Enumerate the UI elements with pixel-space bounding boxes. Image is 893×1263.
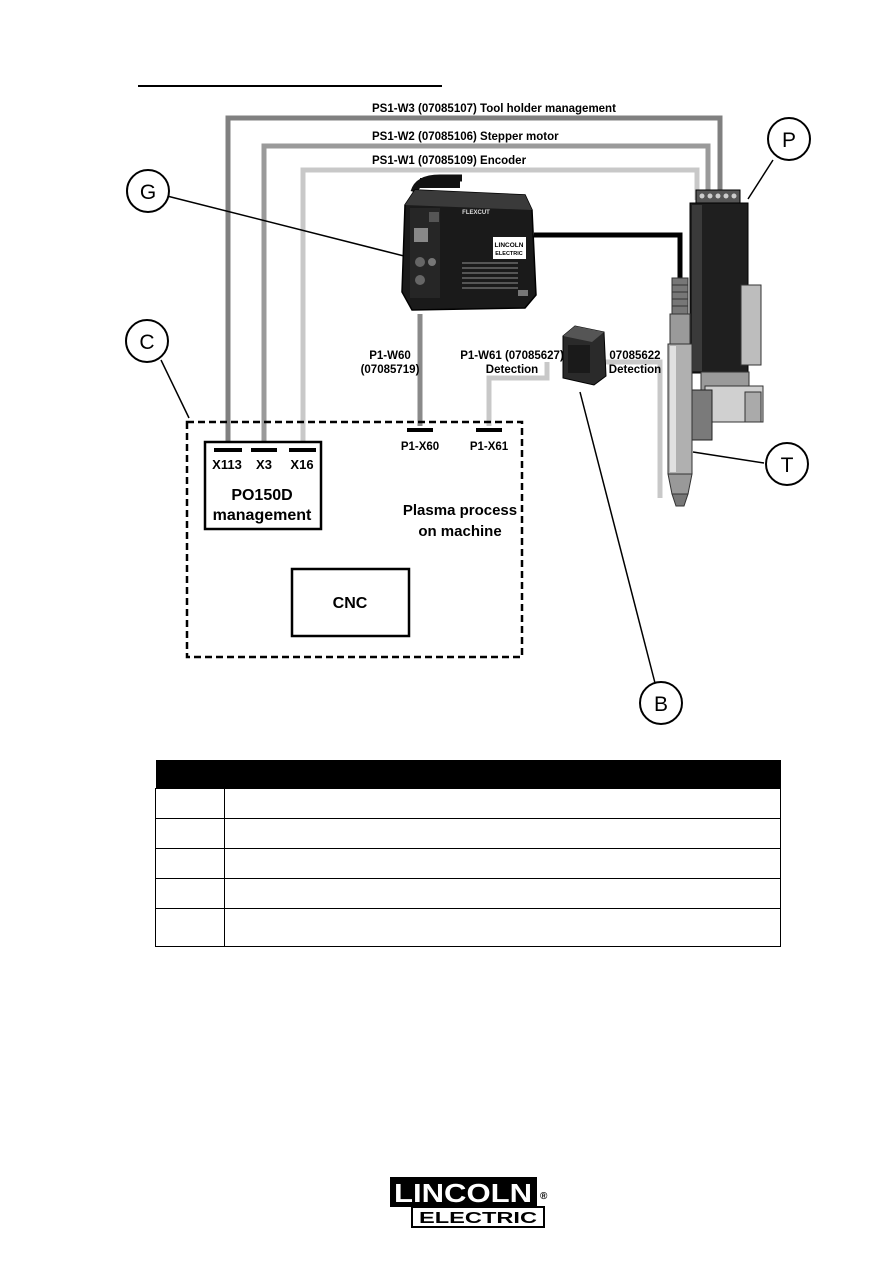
generator-model: FLEXCUT: [462, 210, 490, 216]
callout-c: [125, 319, 169, 363]
logo-line2: ELECTRIC: [419, 1210, 538, 1227]
cable-w1: [300, 167, 700, 448]
legend-key-cell: [155, 878, 225, 909]
callout-p: [767, 117, 811, 161]
connector-x16-label: X16: [290, 457, 313, 472]
logo-line1: LINCOLN: [394, 1178, 532, 1208]
legend-key-cell: [155, 788, 225, 819]
cable-detection-label-2: Detection: [609, 364, 661, 376]
legend-row: [155, 818, 781, 849]
plasma-generator-image: FLEXCUT LINCOLN ELECTRIC: [401, 174, 537, 311]
callout-b-leader: [579, 391, 656, 684]
torch-holder-image: [685, 189, 764, 441]
torch-image: [667, 277, 693, 507]
plasma-process-label-2: on machine: [418, 523, 501, 540]
lincoln-electric-logo: LINCOLN ® ELECTRIC: [390, 1177, 548, 1228]
callout-g: [126, 169, 170, 213]
legend-desc-cell: [224, 788, 781, 819]
cable-w61-label-1: P1-W61 (07085627): [460, 350, 564, 362]
legend-row: [155, 848, 781, 879]
legend-key-cell: [155, 818, 225, 849]
callout-t-letter: T: [781, 454, 794, 477]
callout-g-letter: G: [140, 181, 156, 204]
legend-row: [155, 908, 781, 947]
logo-registered: ®: [540, 1191, 548, 1202]
po150d-box: [203, 440, 323, 531]
callout-c-leader: [160, 359, 190, 419]
cable-w61-label-2: Detection: [486, 364, 538, 376]
cable-detection: [604, 359, 663, 498]
legend-header-row: [155, 760, 781, 789]
legend-table: [155, 760, 781, 947]
callout-g-leader: [166, 195, 405, 257]
cable-w60-label-1: P1-W60: [369, 350, 411, 362]
cnc-label: CNC: [333, 595, 368, 612]
cable-w1-label: PS1-W1 (07085109) Encoder: [372, 155, 527, 167]
callout-b-letter: B: [654, 693, 668, 716]
connector-x3-label: X3: [256, 457, 272, 472]
cable-w61: [486, 362, 550, 426]
wiring-diagram: PS1-W3 (07085107) Tool holder management…: [125, 85, 811, 725]
detection-box-image: [562, 325, 607, 386]
machine-boundary: [185, 420, 524, 659]
callout-p-letter: P: [782, 129, 796, 152]
po150d-title-1: PO150D: [231, 487, 292, 504]
legend-header-cell: [155, 760, 781, 789]
legend-desc-cell: [224, 908, 781, 947]
callout-p-leader: [747, 159, 774, 200]
legend-desc-cell: [224, 818, 781, 849]
callout-b: [639, 681, 683, 725]
legend-key-cell: [155, 848, 225, 879]
cable-detection-label-1: 07085622: [609, 350, 660, 362]
legend-row: [155, 878, 781, 909]
connector-x61-label: P1-X61: [470, 441, 509, 453]
generator-brand-2: ELECTRIC: [495, 251, 523, 257]
cable-w3-label: PS1-W3 (07085107) Tool holder management: [372, 103, 616, 115]
po150d-title-2: management: [213, 507, 312, 524]
generator-brand-1: LINCOLN: [495, 242, 524, 249]
legend-row: [155, 788, 781, 819]
cable-w2: [261, 143, 711, 448]
callout-c-letter: C: [139, 331, 154, 354]
legend-key-cell: [155, 908, 225, 947]
cable-w60-label-2: (07085719): [361, 364, 420, 376]
callout-t: [765, 442, 809, 486]
cable-w3: [225, 115, 723, 448]
callout-t-leader: [692, 451, 765, 464]
legend-desc-cell: [224, 878, 781, 909]
connector-x113-label: X113: [212, 457, 242, 472]
connector-x60-label: P1-X60: [401, 441, 439, 453]
legend-desc-cell: [224, 848, 781, 879]
power-lead: [534, 232, 683, 285]
cable-w2-label: PS1-W2 (07085106) Stepper motor: [372, 131, 559, 143]
cnc-box: [290, 567, 411, 638]
plasma-process-label-1: Plasma process: [403, 502, 517, 519]
